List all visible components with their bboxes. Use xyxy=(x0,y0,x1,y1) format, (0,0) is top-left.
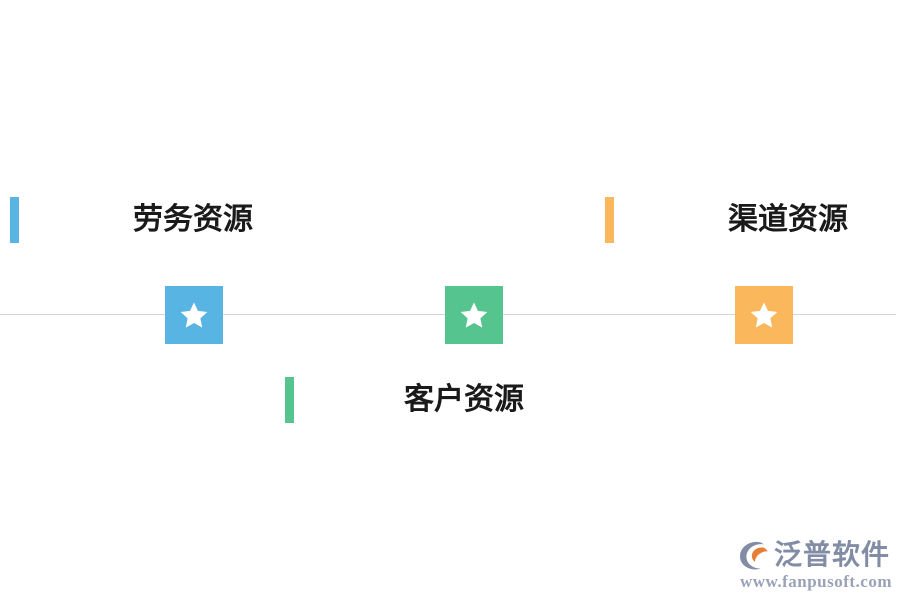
label-labor-resource: 劳务资源 xyxy=(133,203,253,236)
watermark-brand-text: 泛普软件 xyxy=(773,539,890,570)
node-labor-resource[interactable] xyxy=(165,286,223,344)
label-group-client-resource[interactable]: 客户资源 xyxy=(285,377,524,423)
star-icon xyxy=(749,300,779,330)
label-group-channel-resource[interactable]: 渠道资源 xyxy=(605,197,848,243)
node-client-resource[interactable] xyxy=(445,286,503,344)
label-channel-resource: 渠道资源 xyxy=(728,203,848,236)
watermark-brand-row: 泛普软件 xyxy=(738,539,890,571)
accent-bar-labor xyxy=(10,197,19,243)
fanpu-logo-icon xyxy=(738,539,770,571)
watermark-url-text: www.fanpusoft.com xyxy=(739,572,892,591)
label-client-resource: 客户资源 xyxy=(404,383,524,416)
watermark-logo: 泛普软件 www.fanpusoft.com xyxy=(738,539,892,592)
node-channel-resource[interactable] xyxy=(735,286,793,344)
accent-bar-channel xyxy=(605,197,614,243)
label-group-labor-resource[interactable]: 劳务资源 xyxy=(10,197,253,243)
accent-bar-client xyxy=(285,377,294,423)
star-icon xyxy=(179,300,209,330)
star-icon xyxy=(459,300,489,330)
